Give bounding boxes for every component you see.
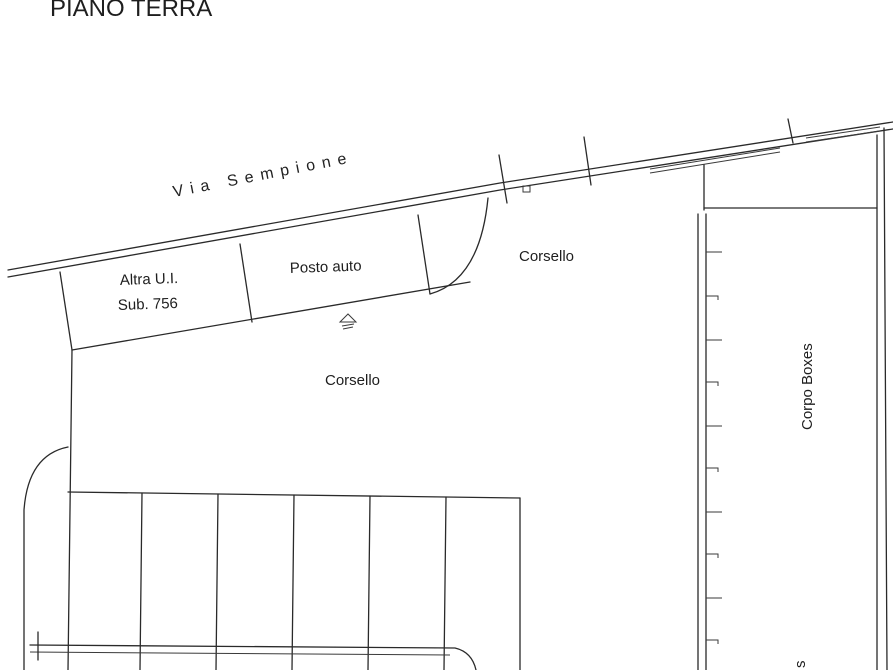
road-edge [7,121,893,278]
sub-756-label: Sub. 756 [118,295,179,314]
parking-boxes-row [29,491,521,670]
corsello-outline [23,164,705,670]
parcel-strip [59,197,489,351]
corpo-boxes-block [697,127,888,670]
altra-ui-label: Altra U.I. [120,270,179,289]
partial-bottom-label: s [792,661,809,669]
posto-auto-label: Posto auto [290,258,362,277]
floor-title: PIANO TERRA [50,0,212,22]
corsello-main-label: Corsello [325,372,380,389]
corsello-top-label: Corsello [519,248,574,265]
road-ticks [498,118,881,204]
entrance-arrow-icon [338,313,358,330]
street-label: Via Sempione [172,149,355,201]
corpo-boxes-label: Corpo Boxes [799,343,816,430]
